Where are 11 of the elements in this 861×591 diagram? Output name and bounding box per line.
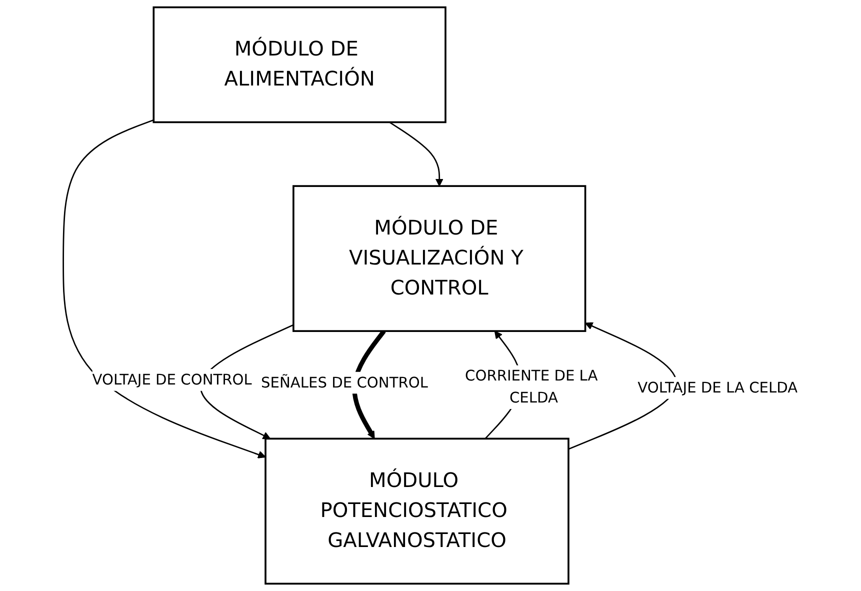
arrow [62,119,266,458]
edge-label: VOLTAJE DE CONTROL [92,370,252,388]
edge-label: VOLTAJE DE LA CELDA [638,378,798,396]
arrow [389,122,444,186]
arrow [568,322,678,450]
node-box: MÓDULO DE VISUALIZACIÓN Y CONTROL [292,185,586,332]
arrow [200,324,294,440]
edge-label: CORRIENTE DE LA CELDA [465,367,598,406]
node-box: MÓDULO POTENCIOSTATICO GALVANOSTATICO [264,438,570,585]
node-box: MÓDULO DE ALIMENTACIÓN [152,6,446,124]
edge-label: SEÑALES DE CONTROL [261,374,428,391]
